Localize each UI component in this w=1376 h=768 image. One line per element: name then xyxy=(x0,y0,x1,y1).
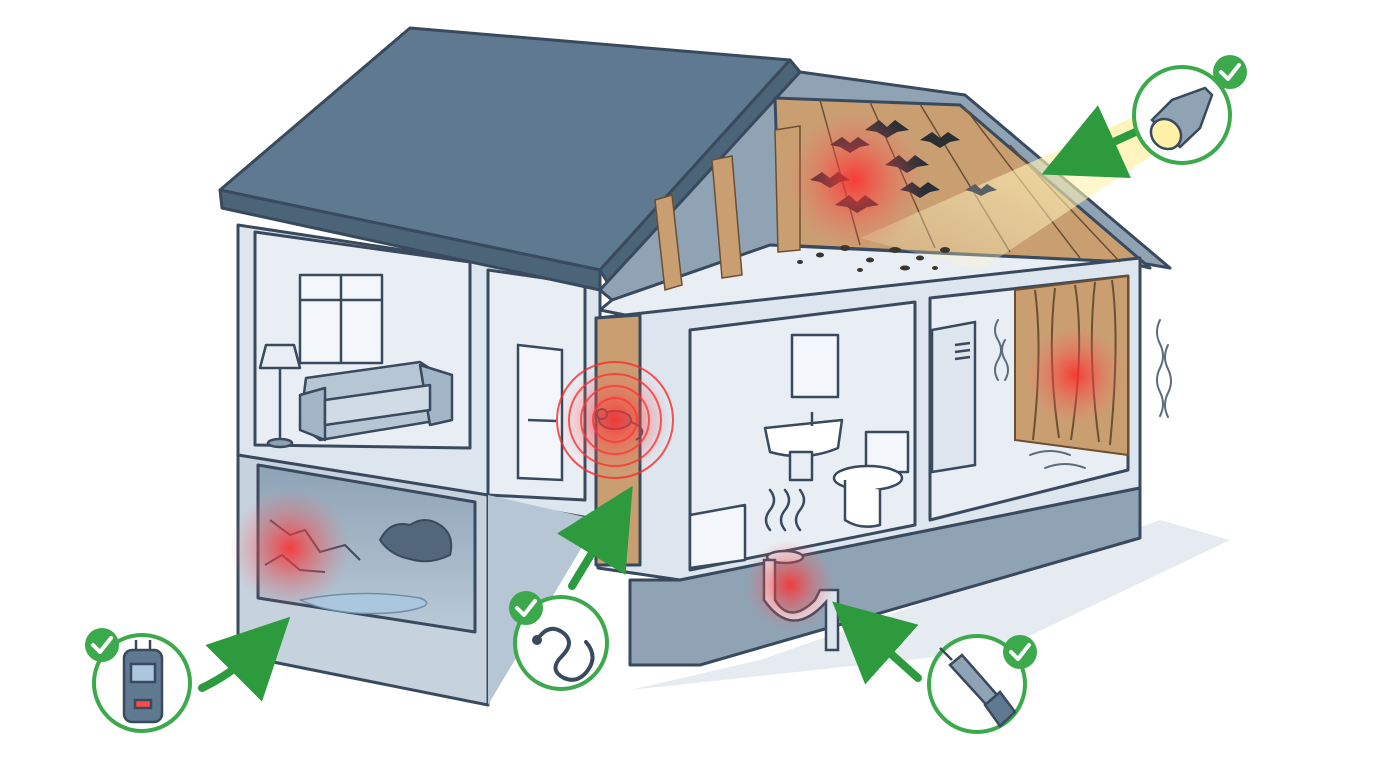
flashlight-arrow xyxy=(1041,105,1144,178)
check-badge-probe xyxy=(1003,635,1037,669)
tool-probe xyxy=(927,634,1037,734)
basement-mold-damage xyxy=(230,488,350,608)
warped-paneling-moisture xyxy=(1025,325,1125,425)
probe-arrow xyxy=(832,601,922,685)
check-badge-inspection-camera xyxy=(509,591,543,625)
problem-hotspots xyxy=(230,110,1125,630)
roof xyxy=(218,26,802,292)
ground-shadow xyxy=(630,520,1230,690)
right-foundation xyxy=(628,486,1142,667)
floor-lamp xyxy=(258,343,302,370)
living-room-furniture xyxy=(258,273,454,449)
probe-icon xyxy=(939,647,1017,728)
toilet xyxy=(832,430,910,528)
puddle xyxy=(299,592,428,615)
inspection-arrows xyxy=(198,105,1144,702)
camera-arrow xyxy=(557,485,633,590)
bathroom-fixtures xyxy=(688,333,910,570)
check-badge-moisture-meter xyxy=(85,628,119,662)
flashlight-icon xyxy=(1149,86,1214,151)
steam xyxy=(764,488,806,532)
bathtub xyxy=(688,503,747,570)
moisture-meter-icon xyxy=(122,640,164,724)
hallway-door xyxy=(516,343,564,482)
wall-rodent-activity xyxy=(560,365,670,475)
snake-camera-icon xyxy=(538,626,595,682)
water-heater xyxy=(930,320,977,474)
sink xyxy=(763,412,844,482)
right-house-block xyxy=(594,70,1172,667)
sofa xyxy=(298,360,454,442)
tool-moisture-meter xyxy=(85,628,192,733)
mirror xyxy=(790,333,840,399)
leaking-drain-pipe xyxy=(745,540,835,630)
tool-flashlight xyxy=(1132,55,1247,165)
moisture-meter-arrow xyxy=(198,616,291,702)
moisture-waves xyxy=(994,319,1172,469)
check-badge-flashlight xyxy=(1213,55,1247,89)
attic-bat-infestation xyxy=(785,110,925,250)
tool-inspection-camera xyxy=(509,591,609,691)
